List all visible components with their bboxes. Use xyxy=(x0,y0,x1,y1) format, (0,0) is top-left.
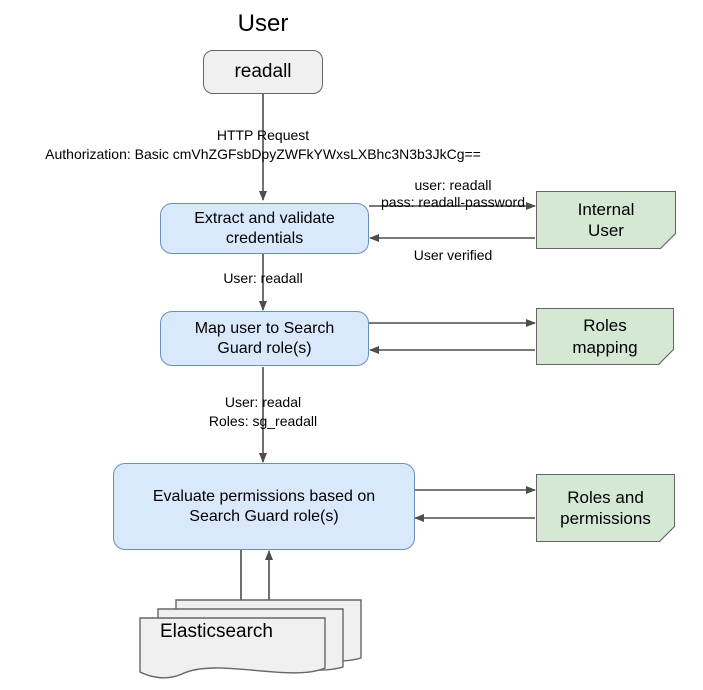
datastore-label: Elasticsearch xyxy=(160,621,273,642)
edge-label-roles-line1: User: readal xyxy=(224,394,302,410)
note-fold-icon xyxy=(659,232,677,250)
process-box-evaluate-permissions[interactable]: Evaluate permissions based on Search Gua… xyxy=(113,463,415,550)
edge-label-user-readall: User: readall xyxy=(223,270,303,286)
process-box-extract-line2: credentials xyxy=(225,229,304,247)
note-internal-user[interactable]: Internal User xyxy=(536,191,677,250)
note-roles-permissions-line1: Roles and xyxy=(567,487,644,507)
process-box-extract-line1: Extract and validate xyxy=(194,209,335,227)
note-internal-user-line2: User xyxy=(588,221,624,240)
note-internal-user-line1: Internal xyxy=(577,199,635,219)
actor-box-readall[interactable]: readall xyxy=(203,50,323,94)
http-request-label-line2: Authorization: Basic cmVhZGFsbDpyZWFkYWx… xyxy=(45,146,481,162)
edge-label-roles-line2: Roles: sg_readall xyxy=(208,413,318,429)
note-roles-mapping-line1: Roles xyxy=(583,316,627,336)
process-box-evaluate-line1: Evaluate permissions based on xyxy=(152,487,376,505)
process-box-evaluate-line2: Search Guard role(s) xyxy=(189,507,339,525)
note-roles-mapping[interactable]: Roles mapping xyxy=(536,308,675,366)
process-box-extract-credentials[interactable]: Extract and validate credentials xyxy=(160,203,369,254)
note-roles-permissions-line2: permissions xyxy=(560,509,651,528)
edge-label-user-verified: User verified xyxy=(413,247,493,263)
datastore-elasticsearch[interactable]: Elasticsearch xyxy=(136,595,366,681)
process-box-map-line1: Map user to Search xyxy=(194,319,335,337)
actor-heading: User xyxy=(237,10,289,37)
edge-label-credentials-out-line1: user: readall xyxy=(414,177,492,193)
note-fold-icon xyxy=(657,348,675,366)
datastore-sheet-front xyxy=(139,617,326,679)
note-roles-permissions[interactable]: Roles and permissions xyxy=(536,474,676,543)
http-request-label-line1: HTTP Request xyxy=(216,127,310,143)
process-box-map-line2: Guard role(s) xyxy=(217,339,312,357)
note-fold-icon xyxy=(658,525,676,543)
note-roles-mapping-line2: mapping xyxy=(572,337,638,357)
edge-label-credentials-out-line2: pass: readall-password xyxy=(381,194,525,210)
process-box-map-roles[interactable]: Map user to Search Guard role(s) xyxy=(160,311,369,366)
actor-box-label: readall xyxy=(234,61,292,83)
